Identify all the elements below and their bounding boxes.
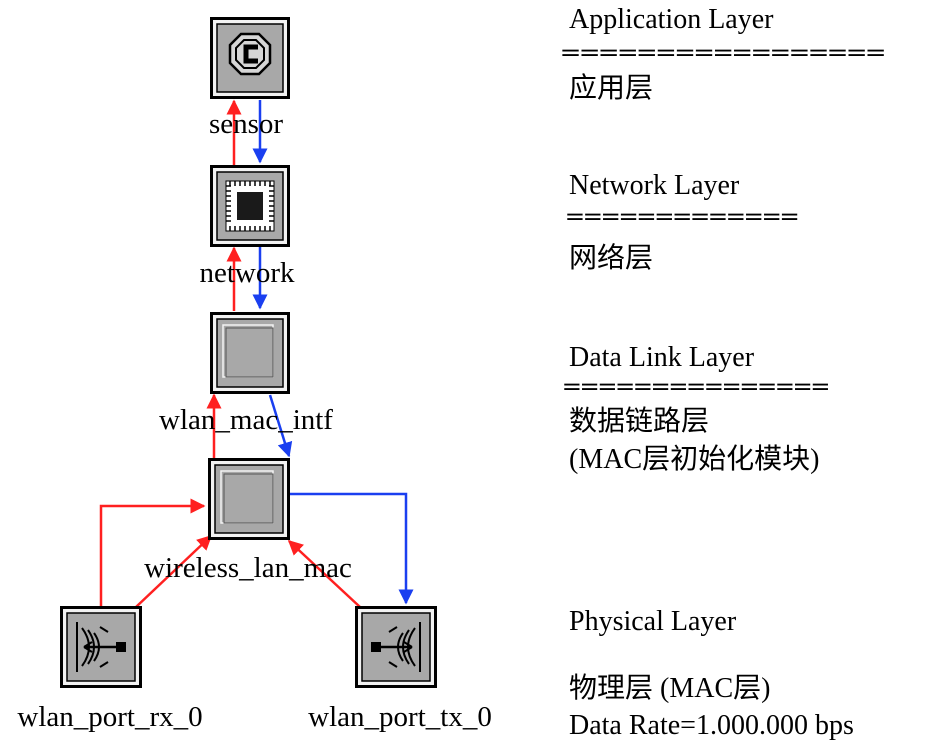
network-node[interactable]	[210, 165, 290, 247]
stream-rx-to-mac-left[interactable]	[99, 498, 206, 607]
wireless-lan-mac-node[interactable]	[208, 458, 290, 540]
wlan-port-rx-label: wlan_port_rx_0	[17, 701, 202, 733]
datalink-layer-zh-note: (MAC层初始化模块)	[569, 444, 820, 475]
datalink-layer-separator: ===============	[563, 375, 830, 400]
receiver-antenna-icon	[76, 622, 126, 672]
wlan-mac-intf-label: wlan_mac_intf	[159, 404, 333, 436]
stream-mac-intf-to-mac[interactable]	[268, 394, 293, 458]
wlan-mac-intf-node[interactable]	[210, 312, 290, 394]
processor-c-icon	[228, 32, 272, 76]
chip-icon	[225, 180, 275, 232]
network-layer-title: Network Layer	[569, 170, 740, 201]
stream-rx-to-mac-diag[interactable]	[135, 534, 213, 608]
wireless-lan-mac-label: wireless_lan_mac	[144, 552, 352, 584]
physical-layer-zh: 物理层 (MAC层)	[569, 673, 771, 704]
physical-layer-title: Physical Layer	[569, 606, 737, 637]
transmitter-antenna-icon	[371, 622, 421, 672]
physical-layer-data-rate: Data Rate=1.000.000 bps	[569, 710, 854, 741]
datalink-layer-title: Data Link Layer	[569, 342, 755, 373]
stream-mac-to-tx[interactable]	[290, 492, 414, 605]
wlan-port-tx-label: wlan_port_tx_0	[308, 701, 492, 733]
datalink-layer-zh: 数据链路层	[569, 406, 710, 437]
network-layer-zh: 网络层	[569, 243, 654, 274]
sensor-node[interactable]	[210, 17, 290, 99]
application-layer-title: Application Layer	[569, 4, 774, 35]
stream-arrows	[99, 99, 414, 608]
network-label: network	[199, 257, 295, 289]
wlan-port-rx-node[interactable]	[60, 606, 142, 688]
sensor-label: sensor	[209, 108, 283, 140]
wlan-port-tx-node[interactable]	[355, 606, 437, 688]
application-layer-zh: 应用层	[569, 73, 654, 104]
network-layer-separator: =============	[566, 205, 799, 230]
stream-tx-to-mac-diag[interactable]	[287, 539, 361, 608]
application-layer-separator: =================	[561, 41, 886, 66]
